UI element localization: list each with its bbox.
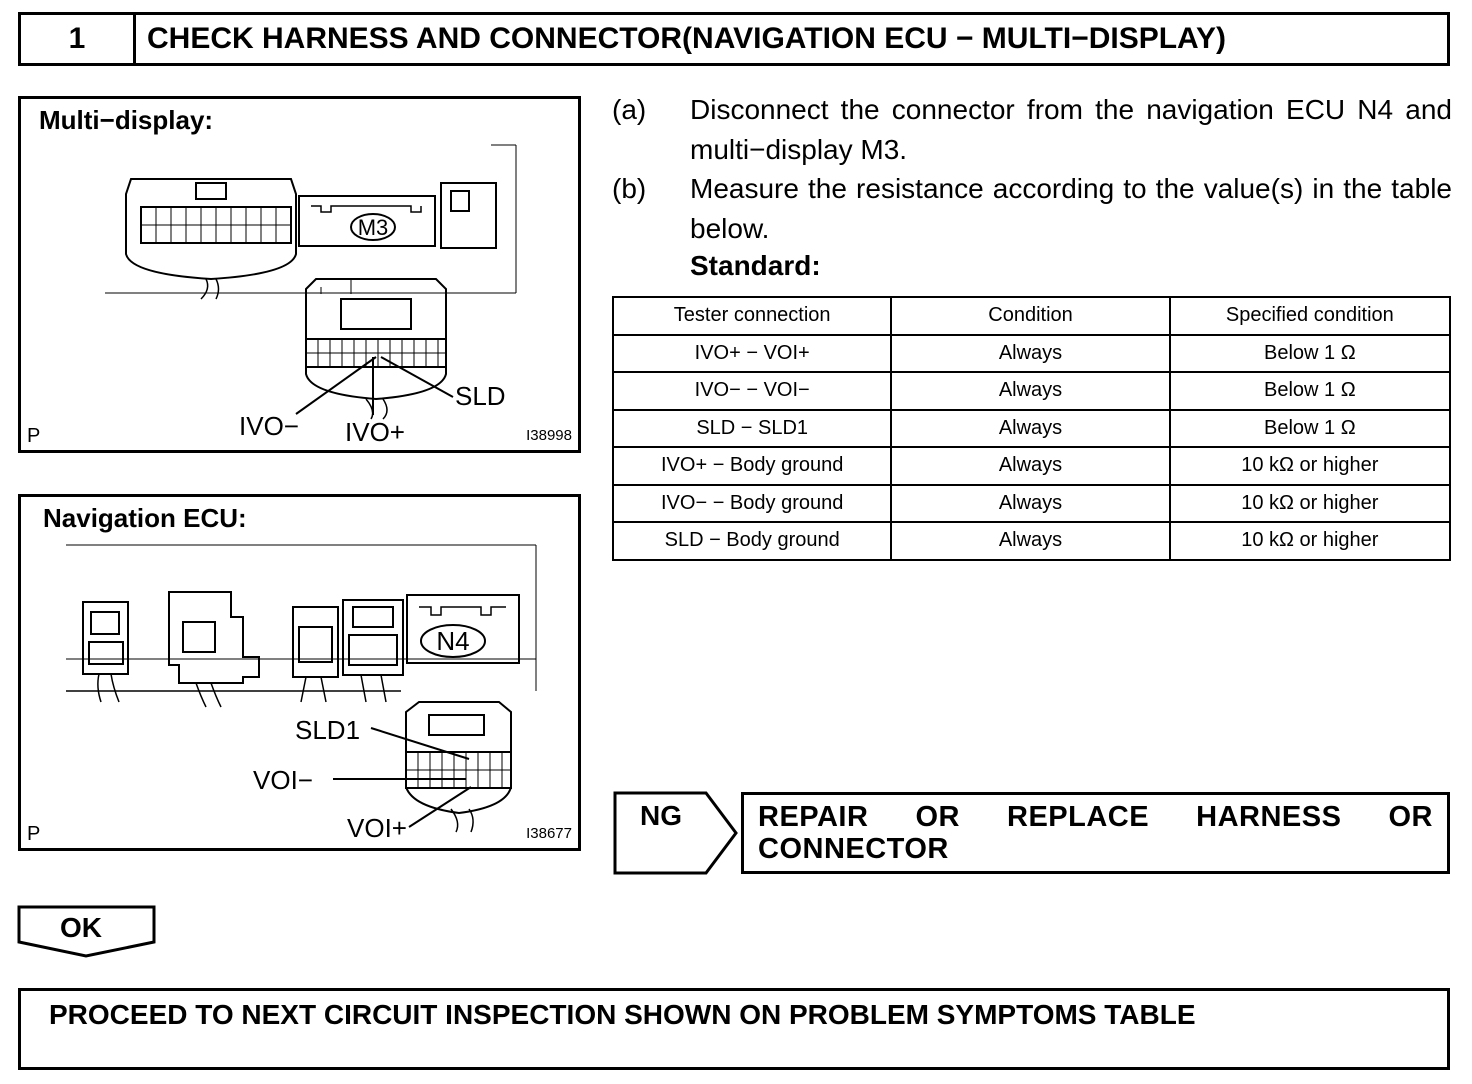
- ivo-plus-label: IVO+: [345, 417, 405, 447]
- instruction-mark: (a): [612, 94, 647, 125]
- table-row: IVO+ − Body ground Always 10 kΩ or highe…: [611, 446, 1452, 486]
- table-cell: 10 kΩ or higher: [1168, 521, 1452, 561]
- table-row: SLD − SLD1 Always Below 1 Ω: [611, 408, 1452, 448]
- ng-result-box: REPAIR OR REPLACE HARNESS OR CONNECTOR: [741, 792, 1450, 874]
- sld-label: SLD: [455, 381, 506, 411]
- table-header-cell: Specified condition: [1168, 296, 1452, 336]
- instruction-text: Measure the resistance according to the …: [690, 173, 1452, 244]
- table-cell: SLD − SLD1: [611, 408, 893, 448]
- ng-result-text: REPAIR OR REPLACE HARNESS OR CONNECTOR: [758, 801, 1433, 865]
- instruction-a: (a) Disconnect the connector from the na…: [612, 90, 1452, 170]
- m3-connector-code: M3: [358, 215, 389, 240]
- proceed-text: PROCEED TO NEXT CIRCUIT INSPECTION SHOWN…: [49, 999, 1196, 1030]
- ng-label: NG: [640, 800, 682, 831]
- table-cell: Below 1 Ω: [1168, 371, 1452, 411]
- figure-corner-mark: P: [27, 425, 41, 447]
- figure-id: I38677: [526, 825, 572, 842]
- multi-display-figure: Multi−display:: [18, 96, 581, 453]
- proceed-box: PROCEED TO NEXT CIRCUIT INSPECTION SHOWN…: [18, 988, 1450, 1070]
- table-cell: Always: [890, 371, 1171, 411]
- table-row: IVO− − VOI− Always Below 1 Ω: [611, 371, 1452, 411]
- table-header-row: Tester connection Condition Specified co…: [611, 296, 1452, 336]
- step-title: CHECK HARNESS AND CONNECTOR(NAVIGATION E…: [147, 22, 1226, 55]
- instruction-mark: (b): [612, 173, 647, 204]
- table-row: IVO+ − VOI+ Always Below 1 Ω: [611, 333, 1452, 373]
- table-cell: IVO− − VOI−: [611, 371, 893, 411]
- table-cell: Below 1 Ω: [1168, 408, 1452, 448]
- figure-corner-mark: P: [27, 823, 41, 845]
- voi-plus-label: VOI+: [347, 813, 407, 843]
- navigation-ecu-figure: Navigation ECU:: [18, 494, 581, 851]
- ok-label: OK: [60, 912, 102, 943]
- ok-arrow-icon: [17, 905, 156, 958]
- table-cell: IVO− − Body ground: [611, 483, 893, 523]
- table-row: SLD − Body ground Always 10 kΩ or higher: [611, 521, 1452, 561]
- navigation-ecu-connector-diagram: N4: [66, 544, 537, 833]
- navigation-ecu-figure-title: Navigation ECU:: [43, 503, 247, 533]
- table-cell: Always: [890, 483, 1171, 523]
- table-header-cell: Tester connection: [611, 296, 893, 336]
- n4-connector-code: N4: [436, 626, 469, 656]
- instruction-text: Disconnect the connector from the naviga…: [690, 94, 1452, 165]
- spec-table: Tester connection Condition Specified co…: [611, 296, 1452, 561]
- table-cell: Always: [890, 521, 1171, 561]
- table-header-cell: Condition: [890, 296, 1171, 336]
- instruction-b: (b) Measure the resistance according to …: [612, 169, 1452, 249]
- table-cell: 10 kΩ or higher: [1168, 446, 1452, 486]
- standard-label: Standard:: [690, 250, 821, 281]
- table-cell: Always: [890, 446, 1171, 486]
- table-cell: Always: [890, 333, 1171, 373]
- table-cell: IVO+ − Body ground: [611, 446, 893, 486]
- table-cell: Below 1 Ω: [1168, 333, 1452, 373]
- table-cell: IVO+ − VOI+: [611, 333, 893, 373]
- table-row: IVO− − Body ground Always 10 kΩ or highe…: [611, 483, 1452, 523]
- voi-minus-label: VOI−: [253, 765, 313, 795]
- step-number: 1: [21, 15, 136, 63]
- table-cell: 10 kΩ or higher: [1168, 483, 1452, 523]
- sld1-label: SLD1: [295, 715, 361, 745]
- ng-arrow-icon: [613, 791, 738, 875]
- table-cell: SLD − Body ground: [611, 521, 893, 561]
- multi-display-connector-diagram: M3: [105, 144, 517, 420]
- figure-id: I38998: [526, 427, 572, 444]
- multi-display-figure-title: Multi−display:: [39, 105, 214, 135]
- table-cell: Always: [890, 408, 1171, 448]
- ivo-minus-label: IVO−: [239, 411, 299, 441]
- step-header: 1 CHECK HARNESS AND CONNECTOR(NAVIGATION…: [18, 12, 1450, 66]
